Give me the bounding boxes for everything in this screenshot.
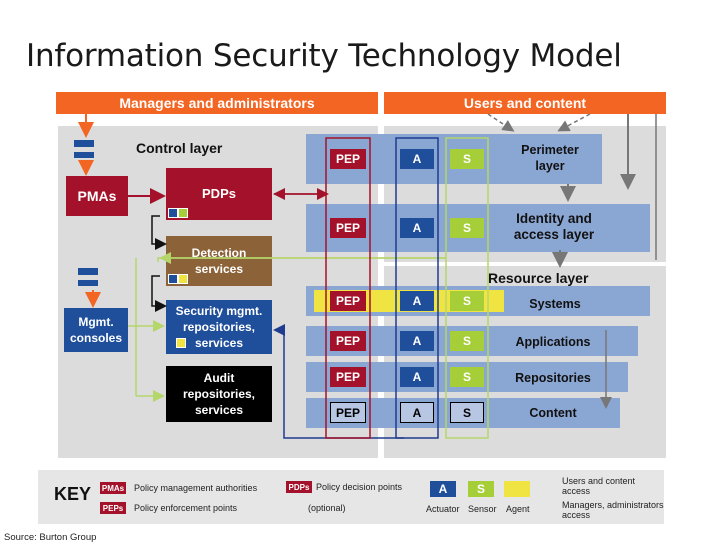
sensor-chip-optional: S <box>450 402 484 423</box>
pep-chip: PEP <box>330 291 366 311</box>
pep-chip: PEP <box>330 218 366 238</box>
pep-chip: PEP <box>330 331 366 351</box>
actuator-chip: A <box>400 331 434 351</box>
key-pmas-text: Policy management authorities <box>134 483 258 493</box>
key-agent-swatch <box>504 481 530 497</box>
agent-square-blue <box>168 274 178 284</box>
actuator-chip-optional: A <box>400 402 434 423</box>
actuator-chip: A <box>400 291 434 311</box>
resource-layer-title: Resource layer <box>488 270 589 286</box>
perimeter-label: Perimeter layer <box>521 143 579 173</box>
content-label: Content <box>529 406 577 420</box>
sensor-chip: S <box>450 331 484 351</box>
mgmt-consoles-box: Mgmt. consoles <box>64 308 128 352</box>
repositories-label: Repositories <box>515 371 591 385</box>
sensor-chip: S <box>450 218 484 238</box>
applications-label: Applications <box>515 335 591 349</box>
identity-label: Identity and access layer <box>513 211 595 242</box>
actuator-chip: A <box>400 218 434 238</box>
key-agent-text: Agent <box>506 504 530 514</box>
agent-square-yellow <box>176 338 186 348</box>
managers-banner: Managers and administrators <box>56 92 378 114</box>
key-sensor-text: Sensor <box>468 504 497 514</box>
key-optional: (optional) <box>308 503 346 513</box>
key-title: KEY <box>54 484 92 504</box>
console-icon <box>74 152 94 158</box>
agent-square-blue <box>168 208 178 218</box>
key-managers-text: Managers, administrators access <box>562 500 664 520</box>
key-actuator-text: Actuator <box>426 504 460 514</box>
pep-chip: PEP <box>330 367 366 387</box>
console-icon <box>78 268 98 275</box>
key-peps-chip: PEPs <box>100 502 126 514</box>
agent-square-green <box>178 208 188 218</box>
key-pmas-chip: PMAs <box>100 482 126 494</box>
actuator-chip: A <box>400 149 434 169</box>
key-panel <box>38 470 664 524</box>
page-title: Information Security Technology Model <box>26 38 622 74</box>
sensor-chip: S <box>450 367 484 387</box>
control-layer-label: Control layer <box>136 140 223 156</box>
pmas-box: PMAs <box>66 176 128 216</box>
console-icon <box>78 280 98 286</box>
pep-chip: PEP <box>330 149 366 169</box>
agent-square-yellow <box>178 274 188 284</box>
key-pdps-text: Policy decision points <box>316 482 403 492</box>
systems-label: Systems <box>529 297 581 311</box>
sensor-chip: S <box>450 291 484 311</box>
pep-chip-optional: PEP <box>330 402 366 423</box>
source-note: Source: Burton Group <box>4 532 97 543</box>
pdps-box: PDPs <box>166 168 272 220</box>
users-banner: Users and content <box>384 92 666 114</box>
key-actuator-chip: A <box>430 481 456 497</box>
audit-box: Audit repositories, services <box>166 366 272 422</box>
sensor-chip: S <box>450 149 484 169</box>
key-pdps-chip: PDPs <box>286 481 312 493</box>
actuator-chip: A <box>400 367 434 387</box>
key-peps-text: Policy enforcement points <box>134 503 238 513</box>
key-sensor-chip: S <box>468 481 494 497</box>
key-users-content-text: Users and content access <box>562 476 636 496</box>
console-icon <box>74 140 94 147</box>
